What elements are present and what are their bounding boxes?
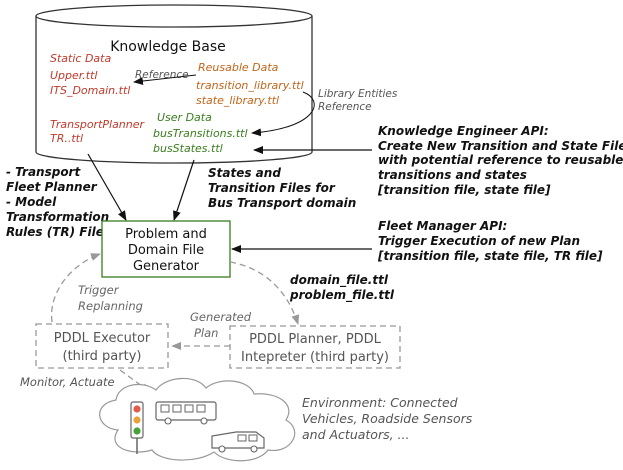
traffic-light-icon <box>130 401 144 454</box>
svg-text:States and: States and <box>208 166 281 180</box>
planner-label: Intepreter (third party) <box>241 350 389 365</box>
planner-box <box>229 325 401 369</box>
user-data-heading: User Data <box>157 111 212 124</box>
knowledge-engineer-api: Knowledge Engineer API: Create New Trans… <box>377 124 623 197</box>
svg-text:Transition Files for: Transition Files for <box>208 181 336 195</box>
static-data-item: ITS_Domain.ttl <box>50 84 130 97</box>
generator-label: Problem and <box>125 227 207 242</box>
planner-label: PDDL Planner, PDDL <box>249 332 382 347</box>
static-data-item: Upper.ttl <box>50 69 97 82</box>
reusable-data-item: transition_library.ttl <box>196 79 304 92</box>
svg-text:[transition file, state file,: [transition file, state file, TR file] <box>377 249 603 263</box>
generator-box <box>101 220 231 278</box>
svg-text:Fleet Manager API:: Fleet Manager API: <box>378 219 507 233</box>
svg-text:Knowledge Engineer API:: Knowledge Engineer API: <box>378 124 549 138</box>
bus-icon <box>155 401 217 425</box>
svg-text:Create New Transition and Stat: Create New Transition and State File <box>378 139 623 153</box>
svg-text:[transition file, state file]: [transition file, state file] <box>377 183 551 197</box>
reference-arrow <box>133 74 197 85</box>
svg-text:Rules (TR) File: Rules (TR) File <box>6 225 104 239</box>
reusable-data-heading: Reusable Data <box>198 61 279 74</box>
svg-text:- Model: - Model <box>6 195 57 209</box>
user-data-item: busTransitions.ttl <box>153 127 248 140</box>
transport-planner-item: TR..ttl <box>50 132 83 145</box>
library-reference-label: Reference <box>318 101 372 113</box>
knowledge-base-title: Knowledge Base <box>110 39 226 55</box>
static-data-heading: Static Data <box>50 52 111 65</box>
output-file-label: domain_file.ttl <box>290 273 389 288</box>
car-icon <box>211 431 265 453</box>
trigger-replanning-label: Replanning <box>78 299 143 313</box>
svg-text:Environment: Connected: Environment: Connected <box>302 395 458 410</box>
fleet-planner-arrow <box>87 153 127 221</box>
environment-label: Environment: Connected Vehicles, Roadsid… <box>302 395 473 442</box>
knowledge-base-cylinder <box>35 4 313 164</box>
output-file-label: problem_file.ttl <box>289 288 395 303</box>
executor-label: PDDL Executor <box>54 331 151 346</box>
svg-text:Transformation: Transformation <box>6 210 109 224</box>
generator-to-planner-arrow <box>229 261 300 325</box>
generator-label: Generator <box>133 259 200 274</box>
library-reference-label: Library Entities <box>318 88 398 100</box>
trigger-replanning-arrow <box>50 253 101 323</box>
svg-text:- Transport: - Transport <box>6 165 81 179</box>
generator-label: Domain File <box>128 243 204 258</box>
svg-text:Bus Transport domain: Bus Transport domain <box>208 196 356 210</box>
transport-planner-heading: TransportPlanner <box>50 118 146 131</box>
svg-text:Fleet Planner: Fleet Planner <box>6 180 98 194</box>
svg-text:transitions and states: transitions and states <box>378 168 527 182</box>
executor-label: (third party) <box>63 349 142 364</box>
library-reference-arrow <box>251 91 315 137</box>
reference-label: Reference <box>135 69 189 81</box>
generated-plan-label: Generated <box>190 310 252 324</box>
svg-text:Trigger Execution of new Plan: Trigger Execution of new Plan <box>378 234 580 248</box>
generated-plan-label: Plan <box>194 326 218 340</box>
fleet-manager-api: Fleet Manager API: Trigger Execution of … <box>377 219 603 263</box>
trigger-replanning-label: Trigger <box>78 283 120 297</box>
svg-text:Vehicles, Roadside Sensors: Vehicles, Roadside Sensors <box>302 411 473 426</box>
states-arrow <box>173 159 195 221</box>
executor-box <box>35 323 169 369</box>
fleet-planner-input: - Transport Fleet Planner - Model Transf… <box>6 165 109 239</box>
reusable-data-item: state_library.ttl <box>196 94 279 107</box>
states-input: States and Transition Files for Bus Tran… <box>208 166 356 210</box>
monitor-actuate-label: Monitor, Actuate <box>20 375 115 389</box>
svg-text:and Actuators, ...: and Actuators, ... <box>302 427 409 442</box>
user-data-item: busStates.ttl <box>153 142 223 155</box>
svg-text:with potential reference to re: with potential reference to reusable <box>378 153 623 167</box>
